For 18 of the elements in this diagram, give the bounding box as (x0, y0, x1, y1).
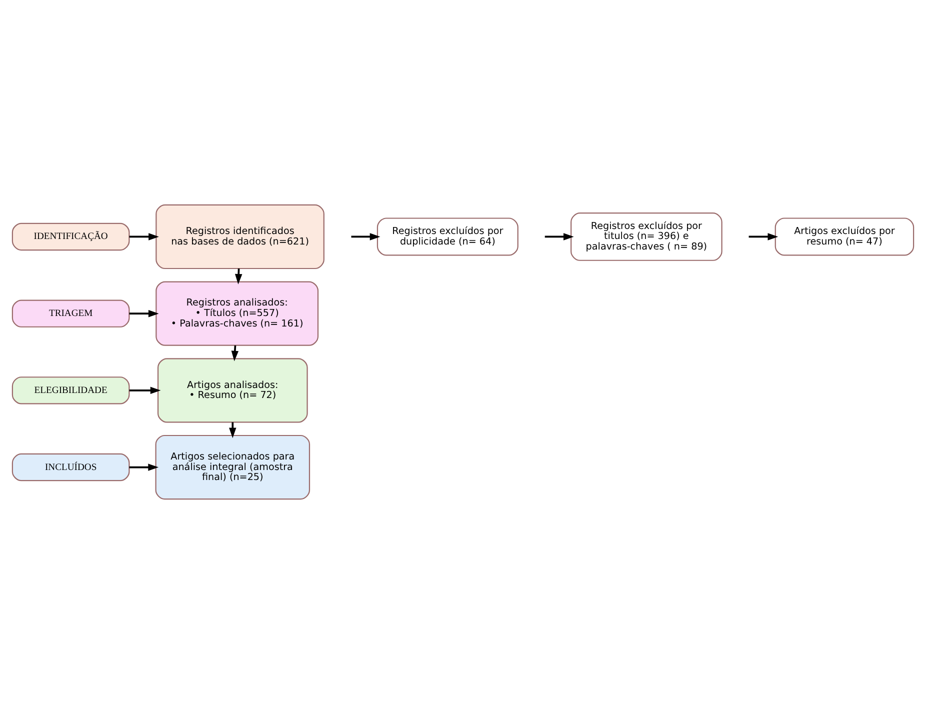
node-box: Registros excluídos por duplicidade (n= 64) (376, 218, 518, 256)
node-box: Artigos analisados: • Resumo (n= 72) (157, 358, 308, 423)
node-box: IDENTIFICAÇÃO (12, 222, 130, 251)
arrow (748, 233, 778, 240)
node-box: INCLUÍDOS (12, 453, 130, 482)
node-box: Artigos selecionados para análise integral (amostra final) (n=25) (155, 434, 310, 500)
node-box: Registros analisados: • Títulos (n=557) • Palavras-chaves (n= 161) (156, 281, 319, 346)
node-box: Registros excluídos por titulos (n= 396) e palavras-chaves ( n= 89) (570, 212, 722, 261)
arrow (129, 386, 161, 394)
node-box: Artigos excluídos por resumo (n= 47) (774, 218, 914, 256)
arrow (544, 233, 574, 240)
node-box: Registros identificados nas bases de dados (n=621) (156, 204, 324, 270)
arrow (351, 233, 380, 240)
node-box: TRIAGEM (12, 300, 130, 328)
arrow (129, 233, 159, 240)
arrow (129, 464, 159, 471)
node-box: ELEGIBILIDADE (12, 376, 130, 404)
arrow (129, 310, 159, 318)
